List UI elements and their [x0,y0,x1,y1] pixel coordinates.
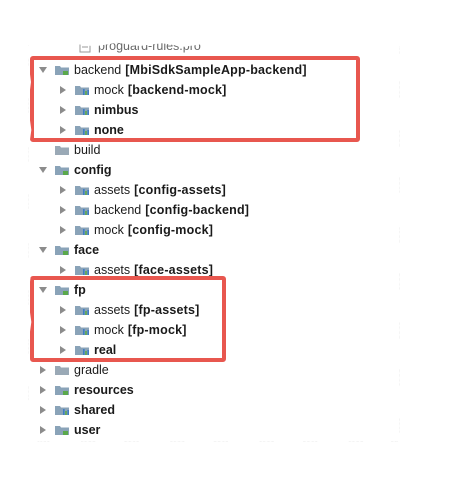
module-tag: [config-mock] [127,223,214,237]
project-tree-panel: proguard-rules.pro backend [MbiSdkSample… [28,42,400,442]
tree-row-label: fp [74,283,86,297]
module-icon [74,103,90,117]
tree-row-label: backend [74,63,122,77]
module-icon [74,263,90,277]
tree-row-shared[interactable]: shared [38,400,115,420]
module-folder-icon [54,283,70,297]
tree-row-label: none [94,123,124,137]
module-folder-icon [54,243,70,257]
module-icon [74,343,90,357]
expand-arrow-closed-icon[interactable] [38,365,48,375]
expand-arrow-closed-icon[interactable] [58,305,68,315]
tree-row-label: shared [74,403,115,417]
expand-arrow-closed-icon[interactable] [58,105,68,115]
tree-row-label: gradle [74,363,109,377]
tree-row-config-assets[interactable]: assets [config-assets] [58,180,226,200]
tree-row-fp-mock[interactable]: mock [fp-mock] [58,320,187,340]
expand-arrow-closed-icon[interactable] [38,385,48,395]
module-tag: [fp-mock] [127,323,187,337]
file-icon [78,42,94,53]
module-tag: [fp-assets] [134,303,200,317]
expand-arrow-closed-icon[interactable] [58,225,68,235]
module-icon [54,403,70,417]
tree-row-face[interactable]: face [38,240,99,260]
tree-row-label: real [94,343,117,357]
module-icon [74,183,90,197]
tree-row-label: mock [94,223,124,237]
module-icon [74,323,90,337]
folder-icon [54,143,70,157]
expand-arrow-closed-icon[interactable] [58,185,68,195]
module-folder-icon [54,423,70,437]
module-tag: [backend-mock] [127,83,227,97]
tree-row-user[interactable]: user [38,420,100,440]
tree-row-label: assets [94,303,131,317]
expand-arrow-closed-icon[interactable] [58,345,68,355]
expand-arrow-open-icon[interactable] [38,245,48,255]
tree-row-label: build [74,143,101,157]
tree-row-label: nimbus [94,103,139,117]
expand-arrow-open-icon[interactable] [38,65,48,75]
tree-row-face-assets[interactable]: assets [face-assets] [58,260,213,280]
module-tag: [MbiSdkSampleApp-backend] [125,63,307,77]
tree-row-label: mock [94,83,124,97]
tree-row-config-backend[interactable]: backend [config-backend] [58,200,249,220]
expand-arrow-closed-icon[interactable] [38,425,48,435]
tree-row-label: mock [94,323,124,337]
module-icon [74,303,90,317]
expand-arrow-closed-icon[interactable] [58,325,68,335]
tree-row-gradle[interactable]: gradle [38,360,109,380]
tree-row-label: assets [94,183,131,197]
tree-row-label: proguard-rules.pro [98,42,201,53]
tree-row-label: config [74,163,112,177]
tree-row-label: user [74,423,101,437]
tree-row-label: resources [74,383,134,397]
tree-row-real[interactable]: real [58,340,116,360]
tree-row-label: face [74,243,100,257]
tree-row-proguard[interactable]: proguard-rules.pro [78,42,201,56]
module-folder-icon [54,383,70,397]
module-tag: [face-assets] [134,263,214,277]
tree-row-backend-mock[interactable]: mock [backend-mock] [58,80,227,100]
tree-row-build[interactable]: build [54,140,100,160]
module-icon [74,123,90,137]
expand-arrow-closed-icon[interactable] [58,205,68,215]
tree-row-label: assets [94,263,131,277]
expand-arrow-closed-icon[interactable] [58,265,68,275]
module-tag: [config-backend] [145,203,250,217]
tree-row-config[interactable]: config [38,160,112,180]
tree-row-none[interactable]: none [58,120,124,140]
expand-arrow-closed-icon[interactable] [38,405,48,415]
tree-row-label: backend [94,203,142,217]
tree-row-config-mock[interactable]: mock [config-mock] [58,220,213,240]
tree-row-resources[interactable]: resources [38,380,134,400]
folder-icon [54,363,70,377]
tree-row-fp[interactable]: fp [38,280,86,300]
tree-row-backend[interactable]: backend [MbiSdkSampleApp-backend] [38,60,307,80]
expand-arrow-closed-icon[interactable] [58,85,68,95]
expand-arrow-open-icon[interactable] [38,285,48,295]
module-tag: [config-assets] [134,183,227,197]
module-folder-icon [54,63,70,77]
tree-row-nimbus[interactable]: nimbus [58,100,138,120]
module-icon [74,223,90,237]
tree-row-fp-assets[interactable]: assets [fp-assets] [58,300,200,320]
module-icon [74,203,90,217]
module-folder-icon [54,163,70,177]
expand-arrow-closed-icon[interactable] [58,125,68,135]
module-icon [74,83,90,97]
expand-arrow-open-icon[interactable] [38,165,48,175]
